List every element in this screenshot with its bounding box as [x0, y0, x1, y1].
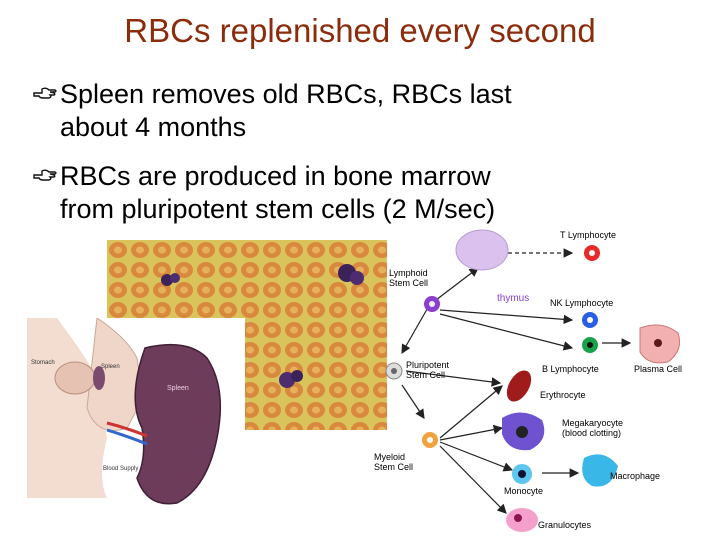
granulocytes-label: Granulocytes [538, 520, 592, 530]
spleen-small-label: Spleen [101, 364, 120, 370]
macrophage-label: Macrophage [610, 471, 660, 481]
thymus-label: thymus [497, 293, 529, 304]
myeloid-label: Myeloid Stem Cell [374, 452, 413, 472]
nk-lymphocyte-label: NK Lymphocyte [550, 298, 613, 308]
plasma-cell-label: Plasma Cell [634, 364, 682, 374]
hematopoiesis-diagram: thymus Lymphoid Stem Cell Pluripotent St… [374, 229, 682, 532]
b-lymphocyte-label: B Lymphocyte [542, 364, 599, 374]
monocyte-label: Monocyte [504, 486, 543, 496]
t-lymphocyte-label: T Lymphocyte [560, 230, 616, 240]
spleen-anatomy-image: Stomach Spleen Spleen Blood Supply [27, 318, 245, 540]
slide-title: RBCs replenished every second [124, 12, 596, 49]
hand-pointer-icon [32, 160, 60, 193]
stomach-label: Stomach [31, 360, 55, 366]
erythrocyte-label: Erythrocyte [540, 390, 586, 400]
hand-pointer-icon [32, 78, 60, 111]
bullet-1-line-1: Spleen removes old RBCs, RBCs last [60, 79, 512, 109]
bullet-2: RBCs are produced in bone marrow from pl… [32, 160, 702, 226]
bullet-1-line-2: about 4 months [60, 112, 247, 142]
bullet-2-line-2: from pluripotent stem cells (2 M/sec) [60, 194, 496, 224]
pluripotent-label: Pluripotent Stem Cell [406, 360, 452, 380]
blood-supply-label: Blood Supply [103, 466, 138, 472]
lymphoid-label: Lymphoid Stem Cell [389, 268, 430, 288]
bullet-1: Spleen removes old RBCs, RBCs last about… [32, 78, 702, 144]
megakaryocyte-label: Megakaryocyte (blood clotting) [562, 418, 626, 438]
bullet-2-line-1: RBCs are produced in bone marrow [60, 161, 491, 191]
spleen-large-label: Spleen [167, 385, 189, 392]
